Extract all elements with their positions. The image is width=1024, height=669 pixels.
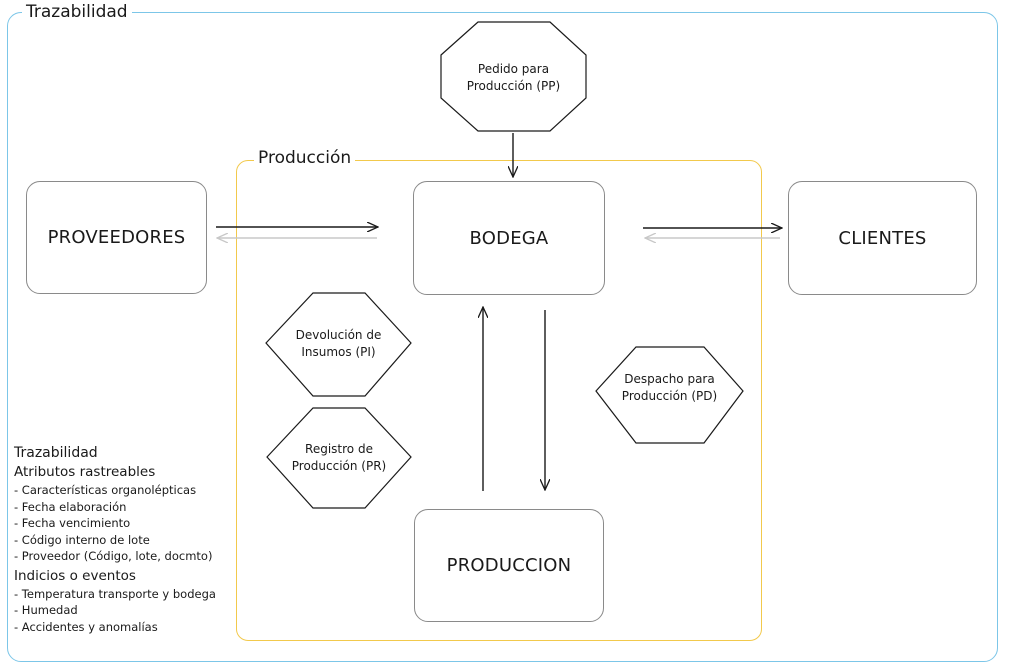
trazabilidad-frame xyxy=(7,12,998,662)
produccion-frame xyxy=(236,160,762,641)
node-clientes: CLIENTES xyxy=(788,181,977,295)
node-produccion: PRODUCCION xyxy=(414,509,604,622)
legend-event: - Humedad xyxy=(14,603,78,617)
hexagon-devolucion-line-1: Devolución de xyxy=(295,328,382,342)
hexagon-pedido-line-1: Pedido para xyxy=(477,62,550,76)
legend-attribute: - Proveedor (Código, lote, docmto) xyxy=(14,549,213,563)
hexagon-devolucion-label: Devolución de Insumos (PI) xyxy=(266,324,411,364)
hexagon-despacho-line-1: Despacho para xyxy=(624,372,715,386)
legend-attribute: - Fecha elaboración xyxy=(14,499,127,514)
hexagon-pedido-line-2: Producción (PP) xyxy=(466,79,561,93)
legend-attribute: - Fecha vencimiento xyxy=(14,516,131,530)
hexagon-devolucion-line-2: Insumos (PI) xyxy=(301,345,376,359)
legend: Trazabilidad Atributos rastreables - Car… xyxy=(14,443,234,635)
hexagon-devolucion xyxy=(265,292,412,397)
produccion-frame-title: Producción xyxy=(254,148,356,168)
legend-attributes-heading: Atributos rastreables xyxy=(14,464,156,480)
node-bodega: BODEGA xyxy=(413,181,605,295)
trazabilidad-frame-title: Trazabilidad xyxy=(22,2,132,22)
hexagon-registro-label: Registro de Producción (PR) xyxy=(267,438,411,478)
hexagon-despacho-line-2: Producción (PD) xyxy=(621,389,718,403)
hexagon-despacho xyxy=(595,346,744,444)
legend-attribute: - Características organolépticas xyxy=(14,483,197,497)
legend-event: - Temperatura transporte y bodega xyxy=(14,586,216,601)
legend-events-heading: Indicios o eventos xyxy=(14,567,136,584)
legend-attribute: - Código interno de lote xyxy=(14,532,150,547)
legend-event: - Accidentes y anomalías xyxy=(14,619,158,634)
hexagon-registro-line-2: Producción (PR) xyxy=(291,459,387,473)
legend-title: Trazabilidad xyxy=(14,445,98,461)
node-proveedores: PROVEEDORES xyxy=(26,181,207,294)
hexagon-pedido xyxy=(440,21,587,132)
hexagon-registro-line-1: Registro de xyxy=(305,442,373,456)
hexagon-registro xyxy=(266,407,412,509)
